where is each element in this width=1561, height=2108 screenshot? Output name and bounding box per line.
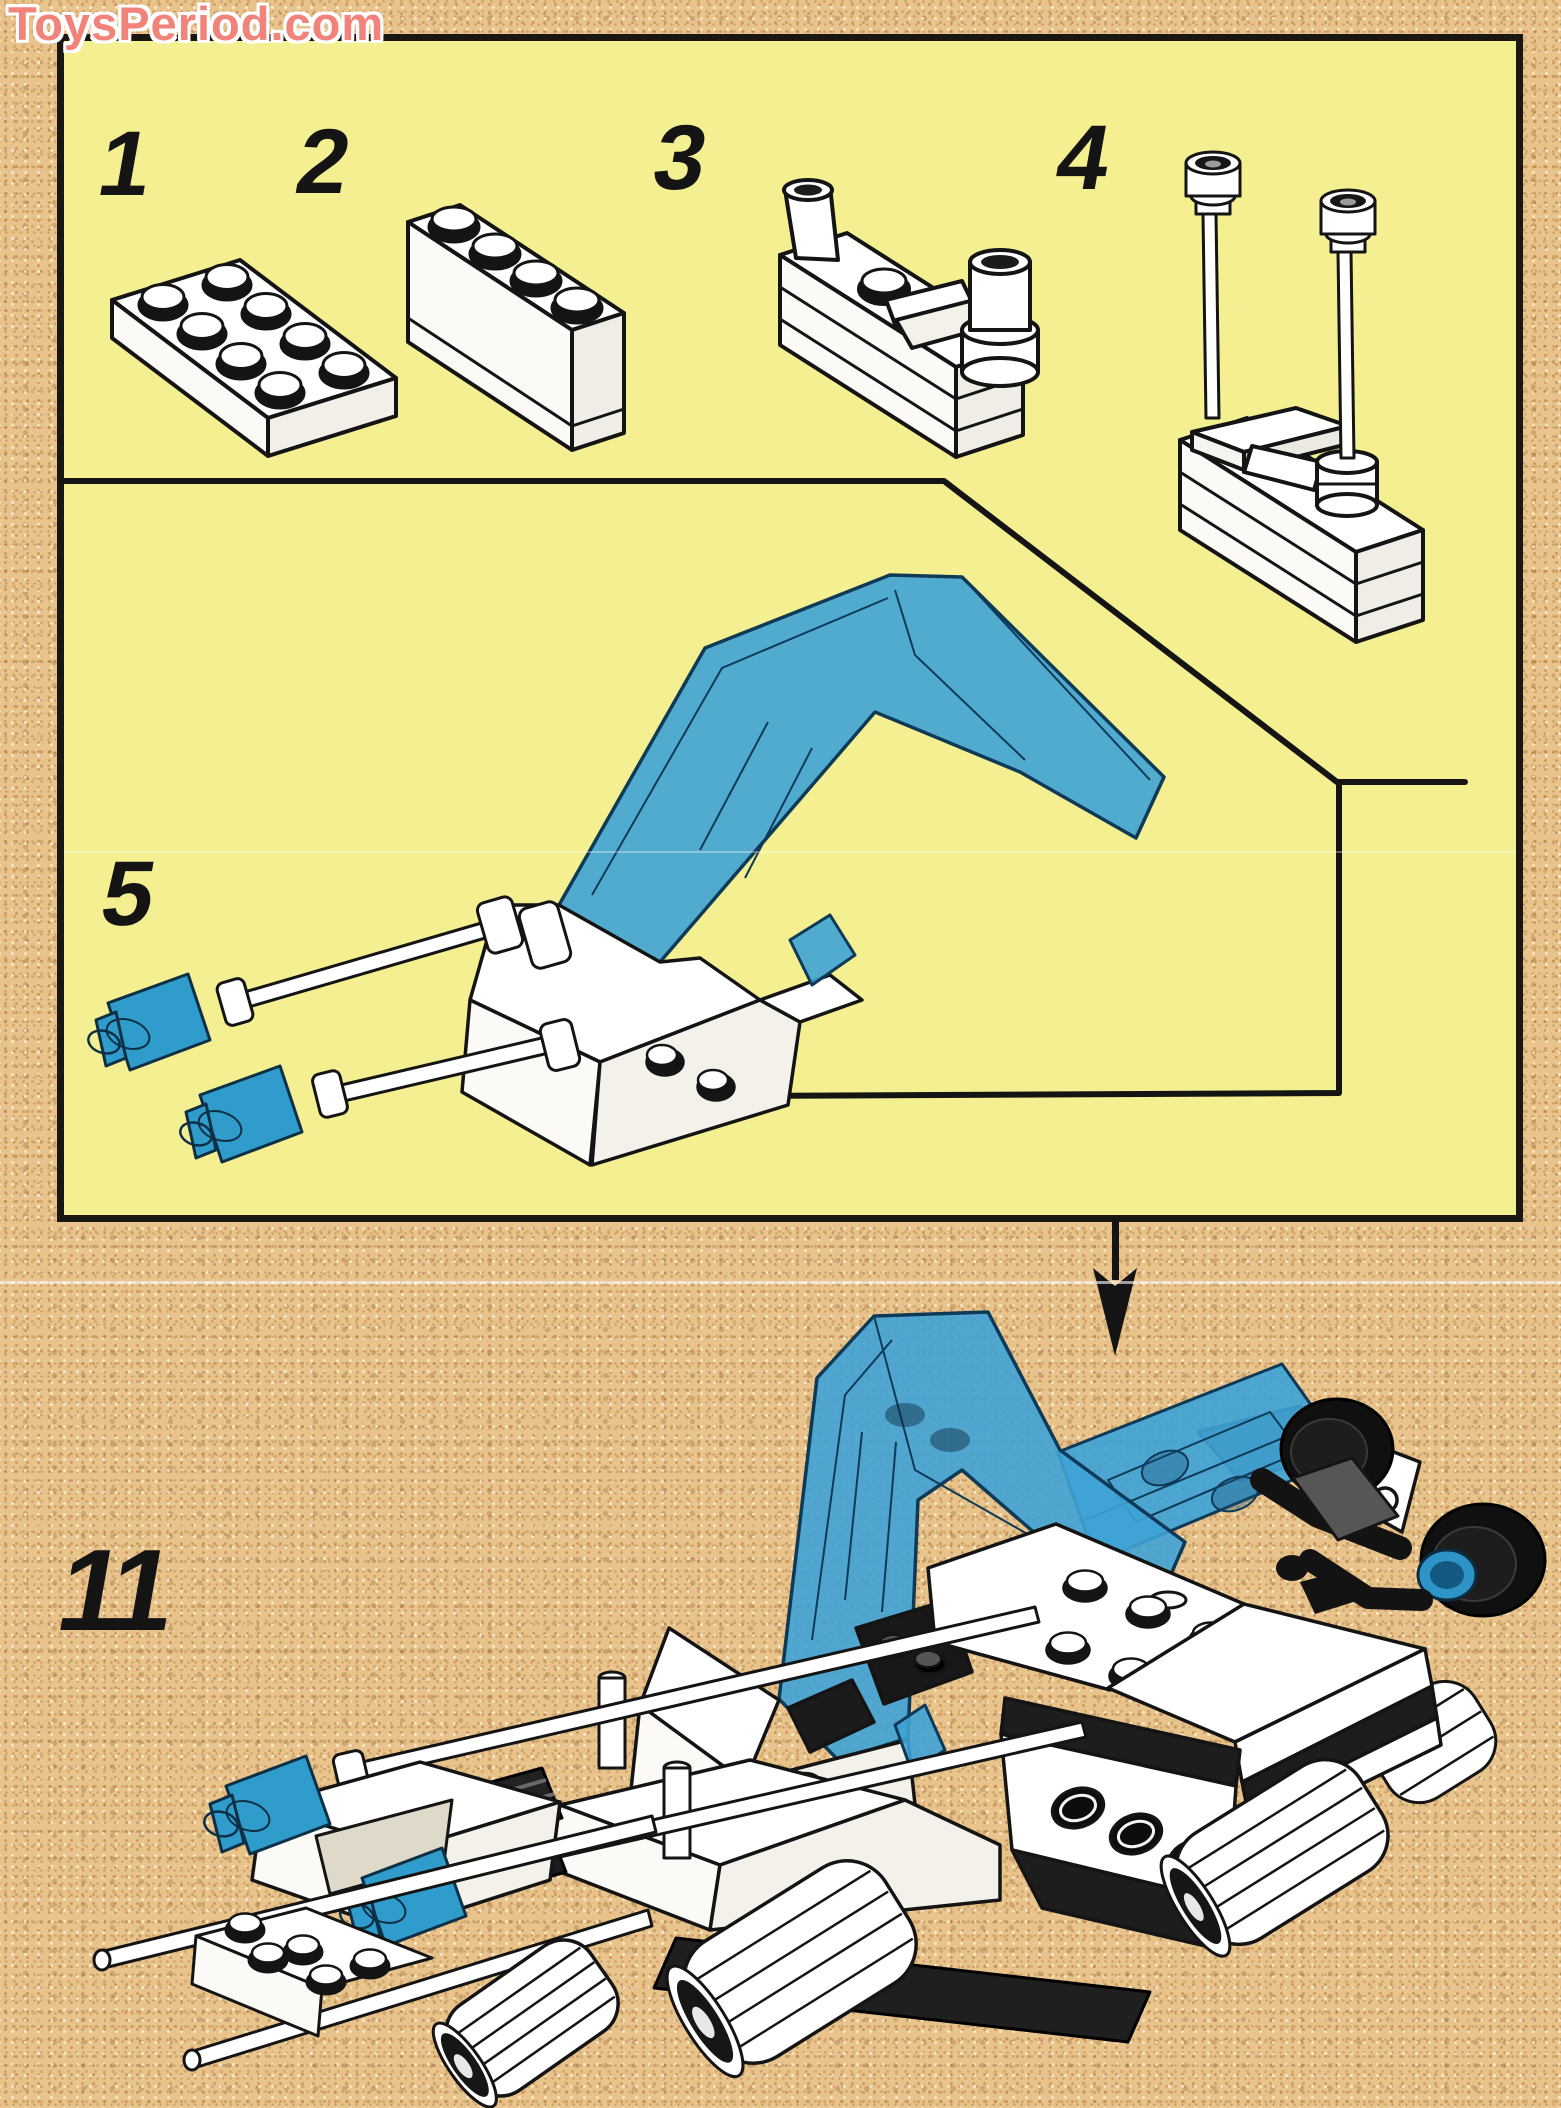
rear-dish-antennas: [1250, 1397, 1547, 1618]
step-11-label: 11: [48, 1525, 179, 1655]
model-canopy: [777, 1310, 1187, 1762]
model-right-hull: [999, 1602, 1443, 1950]
instruction-steps-panel: [57, 34, 1523, 1222]
front-gun-frame: [250, 1760, 562, 1932]
model-front-deck: [548, 1670, 1002, 1932]
toysperiod-watermark-logo: ToysPeriod.com: [8, 0, 385, 50]
roller-wheels: [431, 1757, 1390, 2108]
page-fold-crease: [0, 1281, 1561, 1284]
shock-spring: [422, 1811, 473, 1860]
model-cockpit: [626, 1598, 974, 1910]
rear-blue-slope: [1056, 1362, 1328, 1564]
model-mid-deck: [926, 1522, 1246, 1692]
step11-finished-model-illustration: [92, 1310, 1547, 2108]
down-arrow-icon: [1093, 1218, 1137, 1356]
front-lances: [92, 1814, 658, 2072]
